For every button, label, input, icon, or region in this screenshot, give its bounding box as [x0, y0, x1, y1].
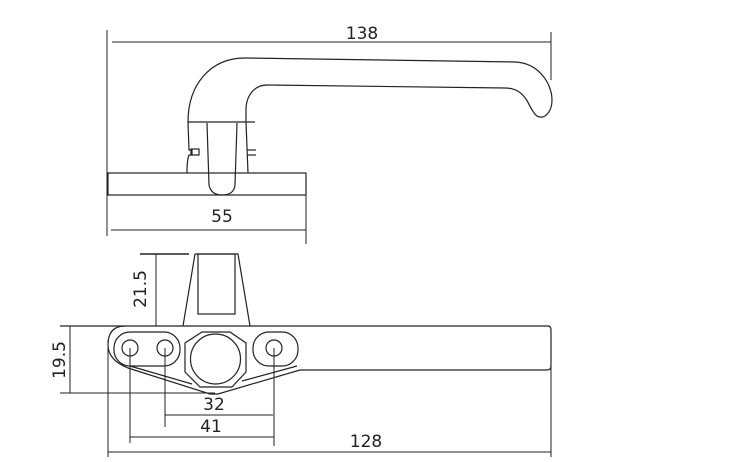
dim-label-128: 128	[350, 432, 382, 452]
spindle-shaft	[206, 122, 238, 196]
handle-lever-outline	[187, 57, 553, 123]
base-plate	[107, 172, 307, 196]
dimension-55: 55	[111, 195, 307, 244]
dimension-32: 32	[164, 348, 275, 446]
dim-label-55: 55	[211, 207, 233, 227]
base-outline	[107, 325, 552, 395]
dimension-138: 138	[106, 24, 552, 236]
spindle-hole	[189, 333, 242, 385]
dimension-128: 128	[107, 340, 552, 457]
handle-side-view	[107, 57, 553, 196]
spindle-stub	[182, 253, 251, 327]
dimension-19-5: 19.5	[50, 326, 215, 394]
notch-left	[190, 148, 200, 156]
dimension-41: 41	[129, 348, 274, 443]
dim-label-41: 41	[200, 417, 222, 437]
dimension-21-5: 21.5	[131, 253, 189, 326]
spindle-square	[197, 253, 236, 315]
handle-bottom-view	[60, 253, 552, 395]
neck-left	[186, 121, 193, 174]
dim-label-19-5: 19.5	[50, 341, 70, 379]
slot-right	[252, 331, 299, 367]
dim-label-21-5: 21.5	[131, 270, 151, 308]
spindle-boss	[184, 331, 247, 388]
slot-left	[113, 331, 181, 367]
neck-right	[245, 121, 249, 174]
dim-label-138: 138	[346, 24, 378, 44]
dim-label-32: 32	[203, 395, 225, 415]
